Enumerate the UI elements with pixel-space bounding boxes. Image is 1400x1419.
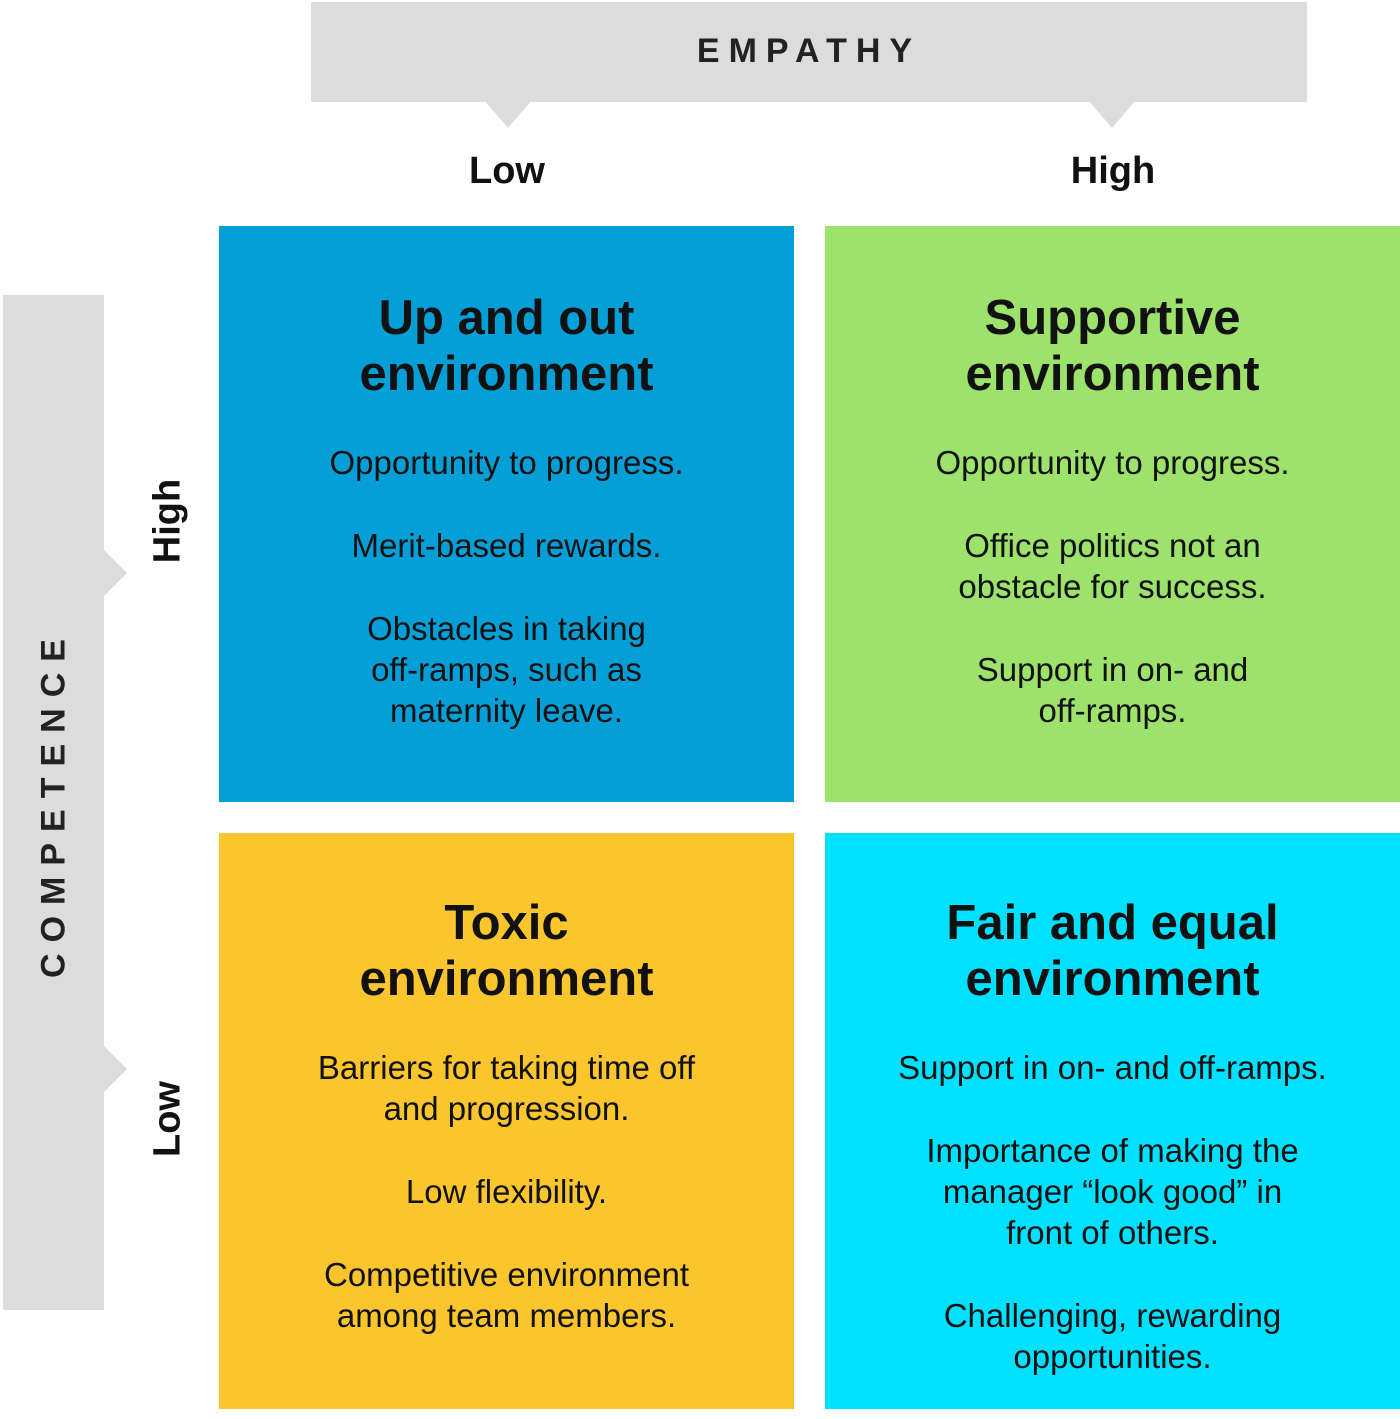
empathy-axis-band: EMPATHY: [311, 2, 1307, 102]
quadrant-point-line: Office politics not an: [964, 527, 1261, 564]
quadrant-toxic: Toxic environment Barriers for taking ti…: [219, 833, 794, 1409]
competence-axis-band: COMPETENCE: [3, 295, 104, 1310]
quadrant-point: Opportunity to progress.: [329, 444, 684, 481]
competence-high-pointer: [103, 549, 127, 597]
competence-axis-title: COMPETENCE: [34, 627, 72, 978]
quadrant-point-line: opportunities.: [1013, 1338, 1212, 1375]
quadrant-point: Low flexibility.: [405, 1173, 608, 1210]
quadrant-point-line: among team members.: [336, 1297, 677, 1334]
quadrant-point-line: Competitive environment: [324, 1256, 689, 1293]
quadrant-title-line: Toxic: [444, 896, 569, 950]
quadrant-point-line: obstacle for success.: [958, 568, 1267, 605]
quadrant-point: Opportunity to progress.: [935, 444, 1290, 481]
empathy-low-pointer: [484, 100, 532, 128]
empathy-axis-title: EMPATHY: [696, 32, 922, 70]
quadrant-point-line: off-ramps.: [1038, 692, 1187, 729]
empathy-low-label: Low: [469, 150, 545, 192]
quadrant-point-line: front of others.: [1006, 1214, 1219, 1251]
quadrant-point-line: Obstacles in taking: [367, 610, 646, 647]
quadrant-title-line: Supportive: [984, 291, 1241, 345]
quadrant-point-line: maternity leave.: [390, 692, 623, 729]
quadrant-point: Support in on- and off-ramps.: [898, 1049, 1327, 1086]
quadrant-title-line: environment: [965, 952, 1260, 1006]
quadrant-title-line: environment: [359, 347, 654, 401]
quadrant-point-line: Support in on- and: [976, 651, 1249, 688]
empathy-high-label: High: [1070, 150, 1156, 192]
quadrant-title-line: environment: [359, 952, 654, 1006]
quadrant-point-line: Barriers for taking time off: [317, 1049, 696, 1086]
quadrant-title-line: environment: [965, 347, 1260, 401]
empathy-high-pointer: [1088, 100, 1136, 128]
quadrant-fair-and-equal: Fair and equal environment Support in on…: [825, 833, 1400, 1409]
quadrant-point-line: Importance of making the: [926, 1132, 1299, 1169]
quadrant-point-line: Challenging, rewarding: [943, 1297, 1282, 1334]
quadrant-supportive: Supportive environment Opportunity to pr…: [825, 226, 1400, 802]
quadrant-point-line: off-ramps, such as: [371, 651, 642, 688]
competence-low-pointer: [103, 1045, 127, 1093]
quadrant-point-line: manager “look good” in: [942, 1173, 1283, 1210]
quadrant-point: Merit-based rewards.: [351, 527, 662, 564]
quadrant-up-and-out: Up and out environment Opportunity to pr…: [219, 226, 794, 802]
competence-low-label: Low: [146, 1081, 189, 1157]
quadrant-point-line: and progression.: [383, 1090, 630, 1127]
competence-high-label: High: [146, 478, 189, 564]
quadrant-title-line: Fair and equal: [946, 896, 1279, 950]
quadrant-title-line: Up and out: [378, 291, 635, 345]
